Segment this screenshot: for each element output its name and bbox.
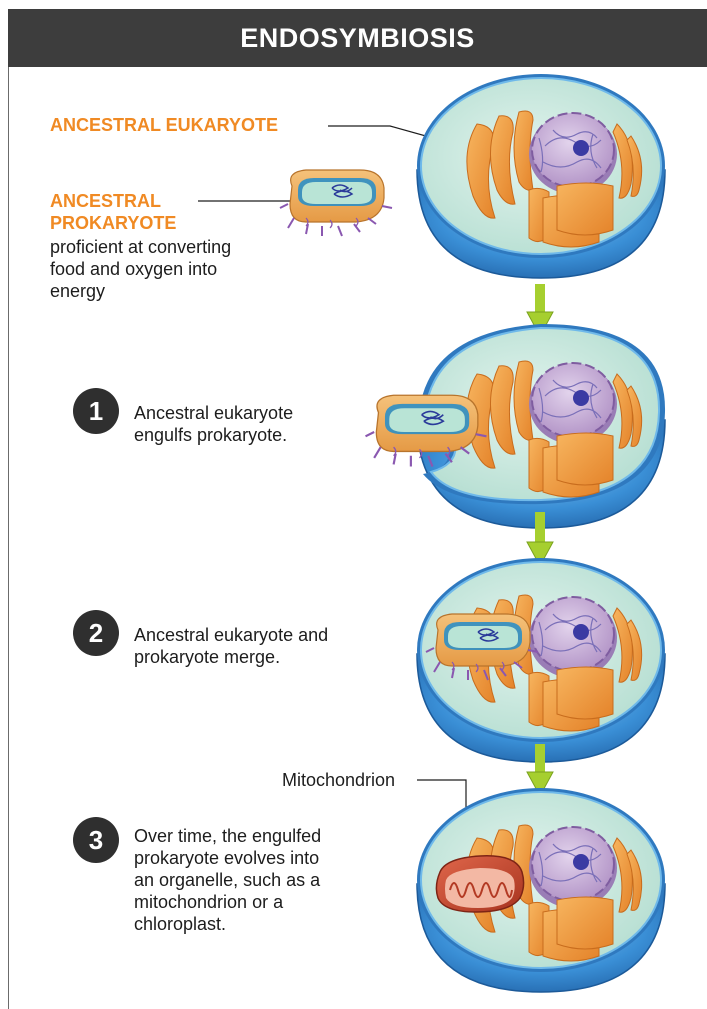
eukaryote-cell	[417, 74, 665, 278]
ancestral-prokaryote-label-line1: ANCESTRAL	[50, 190, 161, 212]
step-2-text-line2: prokaryote merge.	[134, 646, 280, 668]
step-1-text-line1: Ancestral eukaryote	[134, 402, 293, 424]
step-1-text-line2: engulfs prokaryote.	[134, 424, 287, 446]
step-3-text-line5: chloroplast.	[134, 913, 226, 935]
prokaryote-description-line1: proficient at converting	[50, 236, 231, 258]
prokaryote-description-line3: energy	[50, 280, 105, 302]
step-3-text-line1: Over time, the engulfed	[134, 825, 321, 847]
mitochondrion	[436, 856, 523, 912]
mitochondrion-label: Mitochondrion	[282, 769, 395, 791]
ancestral-eukaryote-label: ANCESTRAL EUKARYOTE	[50, 114, 278, 136]
step-2-badge: 2	[73, 610, 119, 656]
step-1-badge: 1	[73, 388, 119, 434]
step-2-text-line1: Ancestral eukaryote and	[134, 624, 328, 646]
free-prokaryote	[280, 170, 392, 236]
step-3-badge: 3	[73, 817, 119, 863]
step-3-text-line2: prokaryote evolves into	[134, 847, 319, 869]
step-3-text-line4: mitochondrion or a	[134, 891, 283, 913]
step-3-text-line3: an organelle, such as a	[134, 869, 320, 891]
ancestral-prokaryote-label-line2: PROKARYOTE	[50, 212, 176, 234]
prokaryote-description-line2: food and oxygen into	[50, 258, 217, 280]
